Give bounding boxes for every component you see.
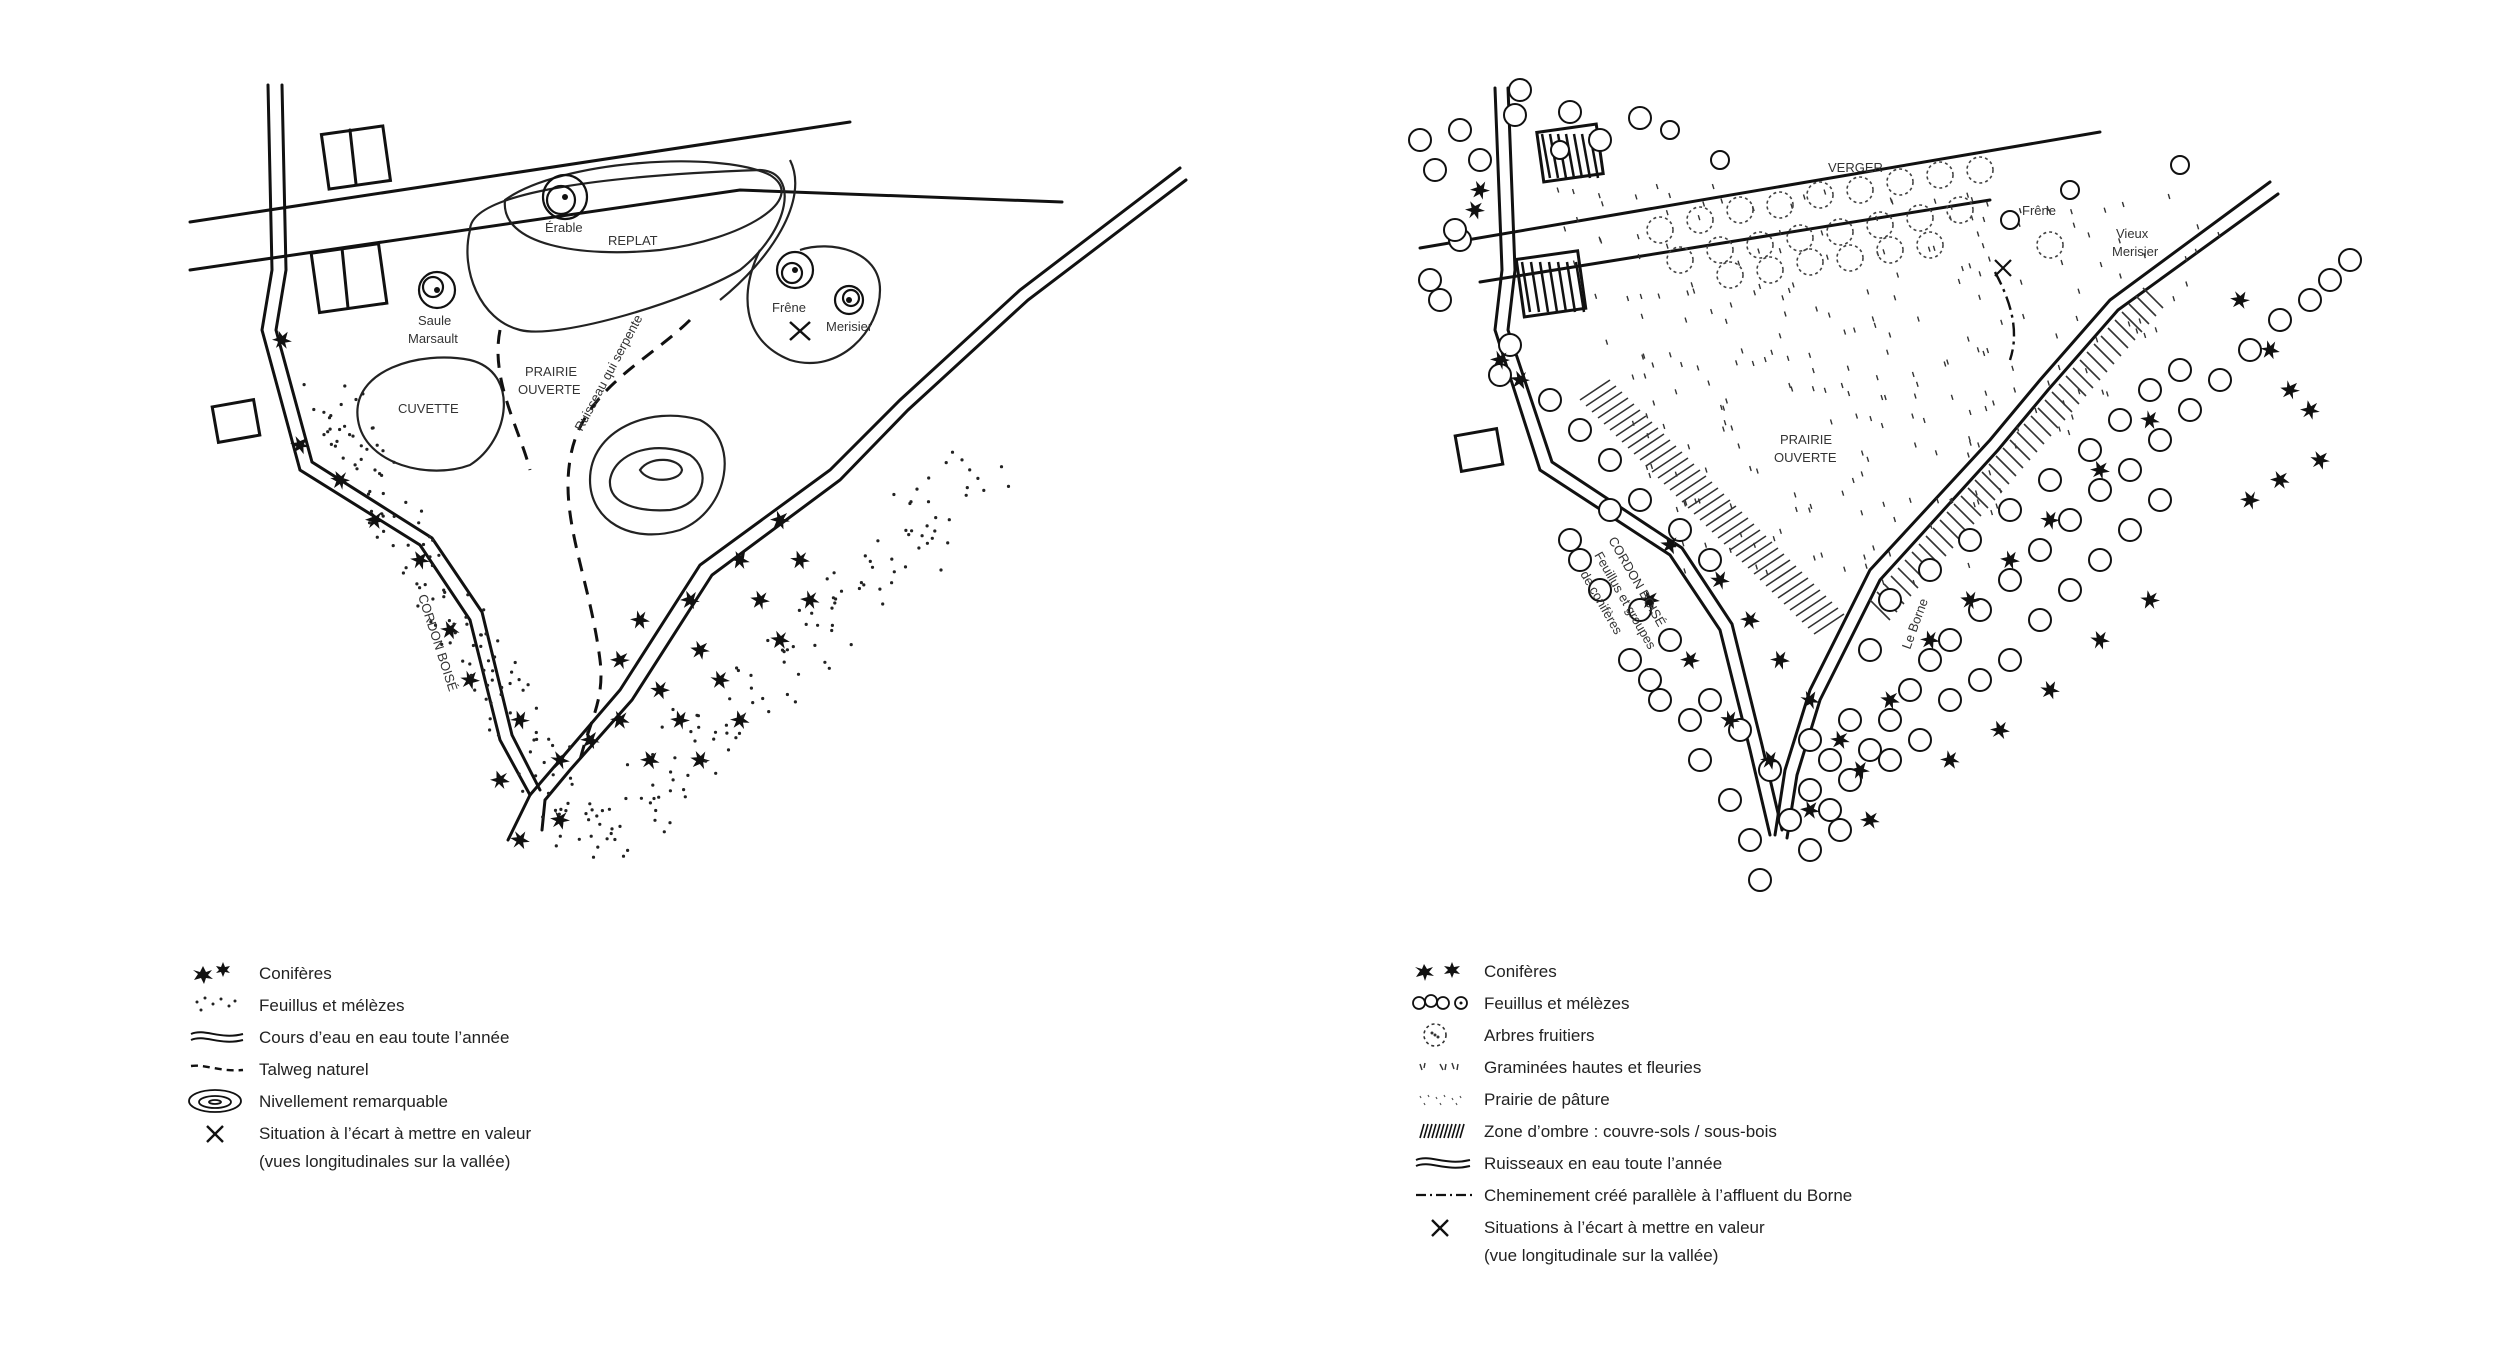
legend-text: Nivellement remarquable	[259, 1092, 448, 1111]
legend-row: Feuillus et mélèzes	[185, 990, 805, 1022]
left-legend: Conifères Feuillus et mélèzes Cours d’ea…	[185, 958, 805, 1182]
left-map-panel: Érable REPLAT Saule Marsault Frêne Meris…	[0, 0, 1250, 900]
label-ouverte: OUVERTE	[518, 382, 581, 397]
dots-icon	[195, 996, 237, 1012]
legend-row: Cours d’eau en eau toute l’année	[185, 1022, 805, 1054]
label-frene-right: Frêne	[2022, 203, 2056, 218]
label-vieux: Vieux	[2116, 226, 2149, 241]
legend-row: Nivellement remarquable	[185, 1086, 805, 1118]
fruit-tree-icon	[1423, 1023, 1447, 1047]
pasture-icon	[1419, 1094, 1462, 1106]
right-legend: Conifères Feuillus et mélèzes Arbres fru…	[1410, 956, 2110, 1276]
legend-text: Conifères	[1484, 962, 1557, 981]
legend-text: Feuillus et mélèzes	[1484, 994, 1630, 1013]
legend-subtext: (vue longitudinale sur la vallée)	[1484, 1246, 1719, 1265]
contour-icon	[188, 1089, 242, 1113]
legend-text: Talweg naturel	[259, 1060, 369, 1079]
legend-text: Cours d’eau en eau toute l’année	[259, 1028, 510, 1047]
cross-icon	[206, 1125, 224, 1143]
legend-row: Graminées hautes et fleuries	[1410, 1052, 2110, 1084]
label-replat: REPLAT	[608, 233, 658, 248]
right-map-sketch: VERGER Frêne Vieux Merisier PRAIRIE OUVE…	[1408, 78, 2362, 892]
right-map-panel: VERGER Frêne Vieux Merisier PRAIRIE OUVE…	[1250, 0, 2500, 900]
label-verger: VERGER	[1828, 160, 1883, 175]
conifer-icon	[193, 962, 230, 984]
legend-row: Situation à l’écart à mettre en valeur	[185, 1118, 805, 1150]
label-marsault: Marsault	[408, 331, 458, 346]
legend-row: Conifères	[185, 958, 805, 990]
legend-text: Arbres fruitiers	[1484, 1026, 1595, 1045]
legend-row: Cheminement créé parallèle à l’affluent …	[1410, 1180, 2110, 1212]
legend-text: Cheminement créé parallèle à l’affluent …	[1484, 1186, 1853, 1205]
legend-row: Ruisseaux en eau toute l’année	[1410, 1148, 2110, 1180]
label-merisier: Merisier	[826, 319, 873, 334]
label-saule: Saule	[418, 313, 451, 328]
legend-subline: (vue longitudinale sur la vallée)	[1410, 1244, 2110, 1276]
legend-text: Zone d’ombre : couvre-sols / sous-bois	[1484, 1122, 1777, 1141]
dashed-line-icon	[190, 1064, 244, 1072]
legend-text: Feuillus et mélèzes	[259, 996, 405, 1015]
legend-text: Situation à l’écart à mettre en valeur	[259, 1124, 532, 1143]
legend-row: Arbres fruitiers	[1410, 1020, 2110, 1052]
cross-icon	[1431, 1219, 1449, 1237]
legend-text: Ruisseaux en eau toute l’année	[1484, 1154, 1723, 1173]
dash-dot-icon	[1416, 1193, 1472, 1197]
label-cuvette: CUVETTE	[398, 401, 459, 416]
hatch-icon	[1419, 1123, 1465, 1139]
label-erable: Érable	[545, 220, 583, 235]
legend-row: Talweg naturel	[185, 1054, 805, 1086]
label-prairie: PRAIRIE	[525, 364, 577, 379]
tree-circles-icon	[1412, 994, 1468, 1010]
legend-row: Situations à l’écart à mettre en valeur	[1410, 1212, 2110, 1244]
label-ouverte-right: OUVERTE	[1774, 450, 1837, 465]
stream-icon	[190, 1031, 244, 1043]
label-vieux-merisier: Merisier	[2112, 244, 2159, 259]
legend-text: Prairie de pâture	[1484, 1090, 1610, 1109]
legend-text: Conifères	[259, 964, 332, 983]
tall-grass-icon	[1419, 1062, 1459, 1071]
legend-text: Situations à l’écart à mettre en valeur	[1484, 1218, 1765, 1237]
label-prairie-right: PRAIRIE	[1780, 432, 1832, 447]
stream-icon	[1415, 1157, 1471, 1169]
legend-text: Graminées hautes et fleuries	[1484, 1058, 1702, 1077]
legend-row: Zone d’ombre : couvre-sols / sous-bois	[1410, 1116, 2110, 1148]
legend-subline: (vues longitudinales sur la vallée)	[185, 1150, 805, 1182]
legend-subtext: (vues longitudinales sur la vallée)	[259, 1152, 511, 1171]
label-frene: Frêne	[772, 300, 806, 315]
legend-row: Prairie de pâture	[1410, 1084, 2110, 1116]
label-ruisseau: Ruisseau qui serpente	[571, 312, 645, 433]
conifer-icon	[1415, 962, 1460, 981]
label-cordon-boise: CORDON BOISÉ	[415, 592, 461, 693]
legend-row: Feuillus et mélèzes	[1410, 988, 2110, 1020]
left-map-sketch: Érable REPLAT Saule Marsault Frêne Meris…	[188, 83, 1188, 859]
legend-row: Conifères	[1410, 956, 2110, 988]
